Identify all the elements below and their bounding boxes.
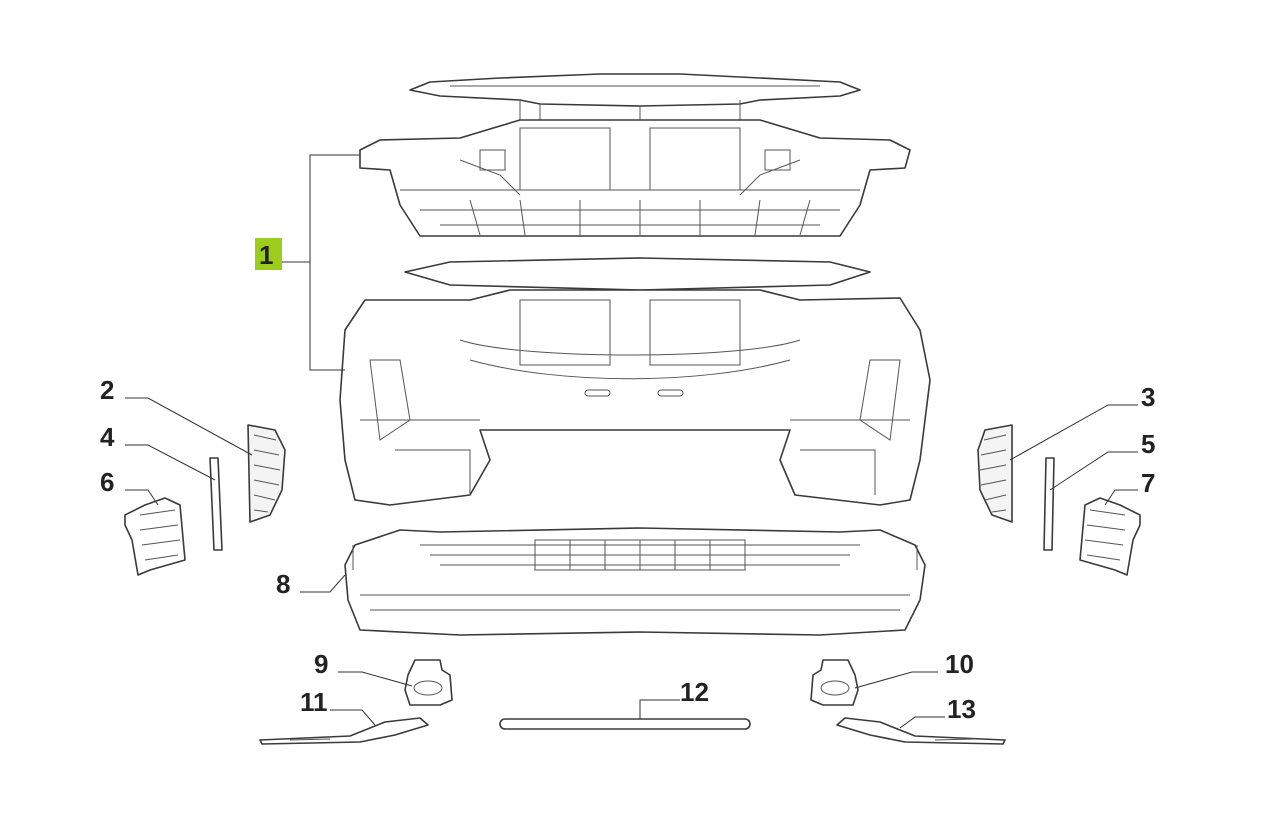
callout-10[interactable]: 10 — [945, 649, 974, 679]
callout-1-highlight — [255, 238, 282, 270]
upper-reinforcement-bar[interactable] — [409, 73, 861, 125]
right-fog-lamp-bracket[interactable] — [1079, 497, 1141, 576]
callout-8[interactable]: 8 — [276, 569, 290, 599]
lower-bumper-skid-plate[interactable] — [344, 527, 926, 636]
left-lower-trim[interactable] — [259, 717, 429, 745]
callout-1[interactable]: 1 — [259, 240, 273, 270]
callout-9[interactable]: 9 — [314, 649, 328, 679]
right-vertical-trim[interactable] — [1043, 457, 1055, 551]
callout-12[interactable]: 12 — [680, 677, 709, 707]
callout-3[interactable]: 3 — [1141, 382, 1155, 412]
callout-6[interactable]: 6 — [100, 467, 114, 497]
leader-lines — [125, 154, 1138, 729]
center-lower-strip[interactable] — [499, 718, 751, 730]
callout-7[interactable]: 7 — [1141, 468, 1155, 498]
front-end-carrier[interactable] — [359, 119, 911, 237]
right-tow-hook-cover[interactable] — [810, 659, 859, 706]
callout-5[interactable]: 5 — [1141, 429, 1155, 459]
callout-2[interactable]: 2 — [100, 375, 114, 405]
left-fog-lamp-bracket[interactable] — [124, 497, 186, 576]
left-vertical-trim[interactable] — [209, 457, 223, 551]
callout-4[interactable]: 4 — [100, 422, 115, 452]
right-side-grille-insert[interactable] — [977, 424, 1013, 523]
upper-trim-strip[interactable] — [404, 257, 871, 291]
right-lower-trim[interactable] — [836, 717, 1006, 745]
front-bumper-cover[interactable] — [339, 289, 931, 506]
left-side-grille-insert[interactable] — [247, 424, 286, 523]
callout-11[interactable]: 11 — [300, 687, 328, 717]
left-tow-hook-cover[interactable] — [404, 659, 453, 706]
callout-labels: 1 2 3 4 5 6 7 8 9 10 11 12 13 — [100, 238, 1155, 724]
callout-13[interactable]: 13 — [947, 694, 976, 724]
